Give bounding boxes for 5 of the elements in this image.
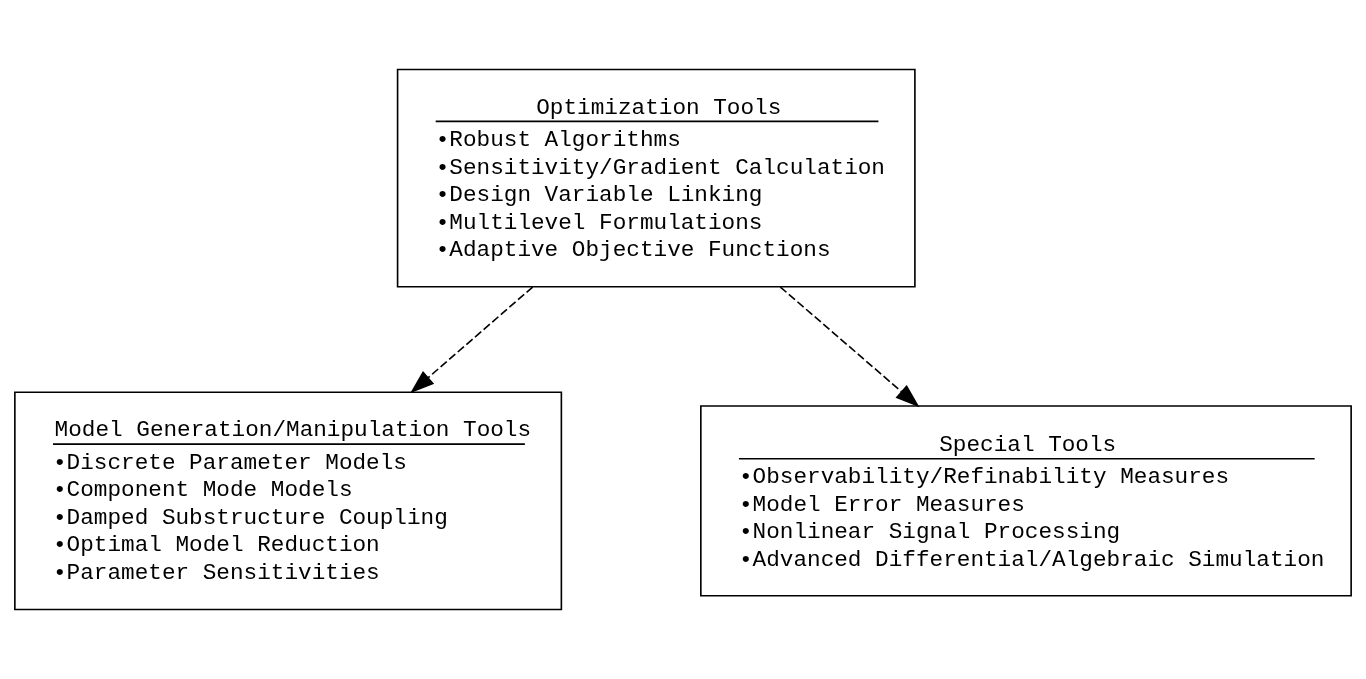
arrow [410,286,534,394]
node-box: Optimization Tools •Robust Algorithms •Sensitivity/Gradient Calculation •Design Variable Linking •Multilevel Formulations •Adaptive Objective Functions [396,68,916,288]
node-box: Model Generation/Manipulation Tools •Discrete Parameter Models •Component Mode Models •Damped Substructure Coupling •Optimal Model Reduction •Parameter Sensitivities [14,391,563,611]
arrow [779,286,920,408]
node-box: Special Tools •Observability/Refinability Measures •Model Error Measures •Nonlinear Signal Processing •Advanced Differential/Algebraic Simulation [700,405,1352,597]
